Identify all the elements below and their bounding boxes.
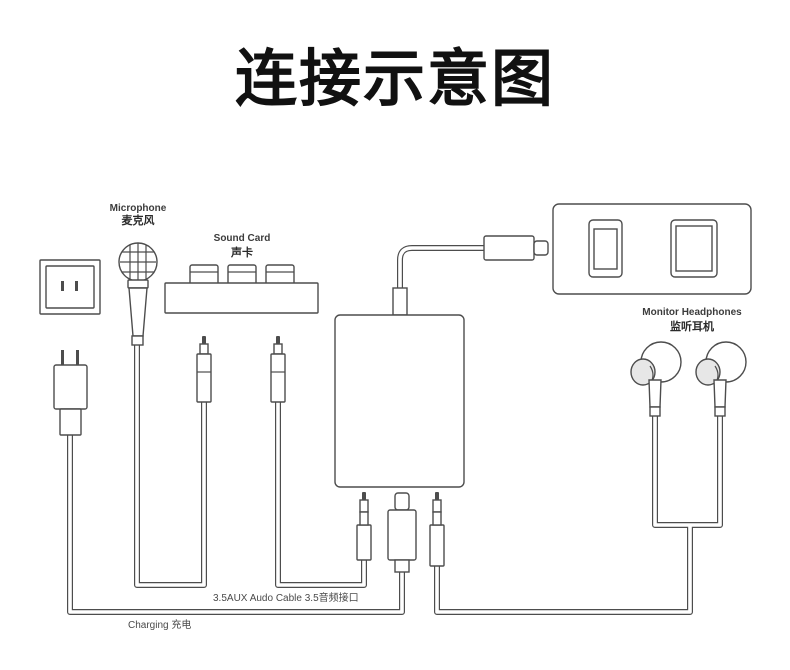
microphone-cable: [134, 342, 207, 588]
page-title: 连接示意图: [235, 42, 555, 115]
audio-jack-icon: [270, 336, 286, 403]
device-cable: [397, 245, 487, 293]
monitor-headphones-label-en: Monitor Headphones: [642, 307, 742, 318]
devices-panel: [552, 203, 752, 295]
aux-cable-label: 3.5AUX Audo Cable 3.5音频接口: [213, 591, 359, 604]
microphone-icon: [118, 242, 158, 346]
sound-card-label-en: Sound Card: [214, 233, 271, 244]
power-adapter-icon: [53, 350, 88, 436]
audio-jack-icon: [356, 492, 372, 561]
sound-card-label-zh: 声卡: [230, 245, 253, 259]
lightning-plug-icon: [483, 235, 549, 261]
earbud-icon: [695, 341, 747, 417]
charging-label: Charging 充电: [128, 618, 191, 631]
power-outlet-icon: [39, 259, 101, 315]
earbud-icon: [630, 341, 682, 417]
lightning-plug-icon: [387, 492, 417, 573]
phone-icon: [588, 219, 623, 278]
cables: [67, 245, 723, 615]
audio-jack-icon: [429, 492, 445, 567]
monitor-headphones-label-zh: 监听耳机: [670, 319, 714, 333]
adapter-box-icon: [334, 287, 465, 488]
microphone-label-zh: 麦克风: [122, 213, 155, 227]
sound-card-icon: [164, 264, 319, 314]
microphone-label-en: Microphone: [110, 203, 167, 214]
tablet-icon: [670, 219, 718, 278]
audio-jack-icon: [196, 336, 212, 403]
headphone-cable: [434, 409, 723, 615]
